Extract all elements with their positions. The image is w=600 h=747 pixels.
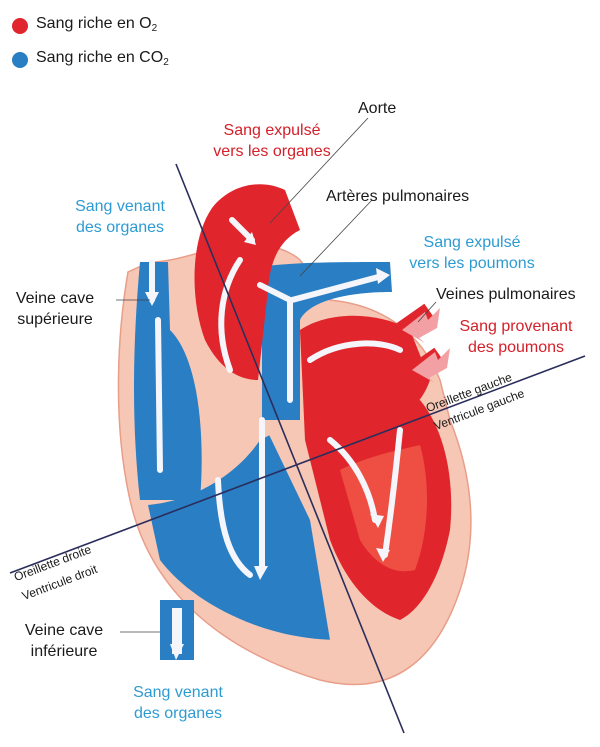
right-atrium: [134, 262, 202, 500]
oxygen-legend-dot: [12, 18, 28, 34]
axis-diagonal: [175, 163, 405, 734]
arrow-heads: [145, 232, 390, 660]
label-veine-cave-sup: Veine cave supérieure: [15, 290, 95, 328]
leader-lines: [116, 117, 437, 633]
co2-legend-dot: [12, 52, 28, 68]
pulmonary-vein-arrows: [402, 308, 450, 383]
label-sang-expulse-poumons: Sang expulsé vers les poumons: [409, 234, 535, 272]
label-sang-provenant-poumons: Sang provenant des poumons: [459, 318, 573, 356]
co2-legend-label: Sang riche en CO2: [36, 49, 169, 68]
label-sang-venant-organes-bottom: Sang venant des organes: [133, 684, 223, 722]
oxygen-legend-label: Sang riche en O2: [36, 15, 158, 34]
pulmonary-trunk: [240, 262, 392, 420]
axis-horizontal: [9, 355, 586, 574]
label-arteres-pulmonaires: Artères pulmonaires: [326, 188, 470, 205]
label-veine-cave-inf: Veine cave inférieure: [24, 622, 104, 660]
label-aorte: Aorte: [358, 100, 397, 117]
label-veines-pulmonaires: Veines pulmonaires: [436, 286, 576, 303]
label-sang-venant-organes-top: Sang venant des organes: [75, 198, 165, 236]
label-sang-expulse-organes: Sang expulsé vers les organes: [213, 122, 331, 160]
